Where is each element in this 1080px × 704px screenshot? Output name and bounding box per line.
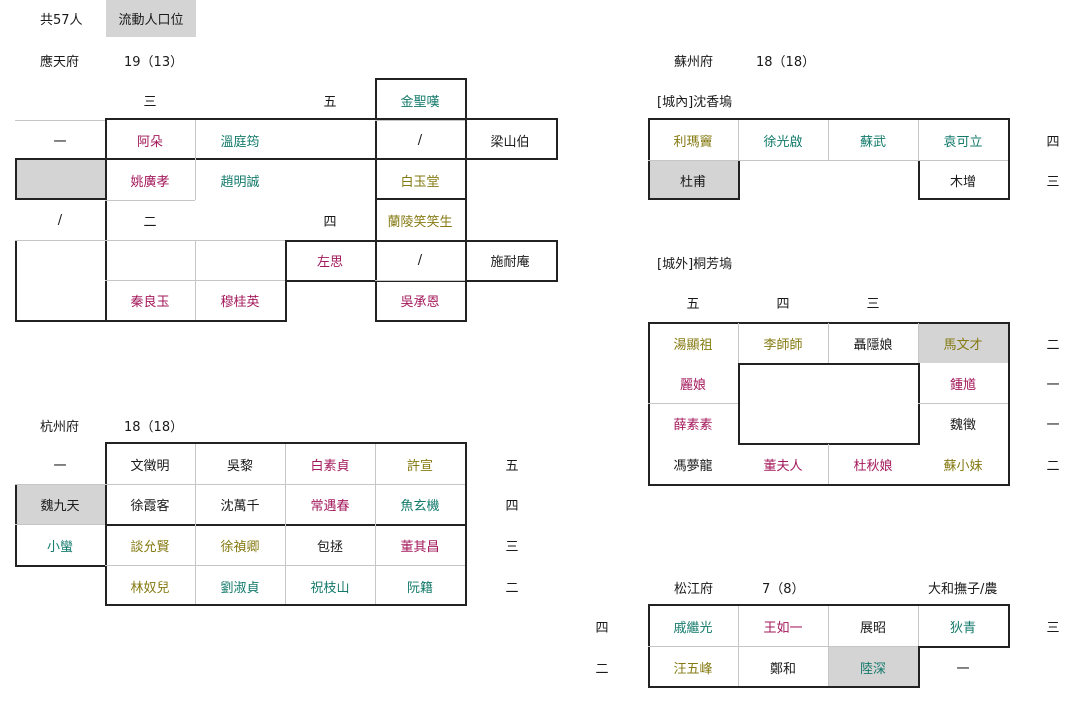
hangzhou-cell: 沈萬千	[220, 498, 260, 514]
suzhou-cell: 四	[776, 296, 790, 312]
yingtian-cell: 一	[53, 134, 67, 150]
hangzhou-cell: 常遇春	[310, 498, 350, 514]
songjiang-cell: 王如一	[763, 620, 803, 636]
hangzhou-title: 杭州府	[40, 420, 80, 435]
hangzhou-cell: 徐霞客	[130, 498, 170, 514]
suzhou-cell: 三	[866, 296, 880, 312]
yingtian-cell: 金聖嘆	[400, 94, 440, 110]
suzhou-cell: 四	[1046, 134, 1060, 150]
songjiang-title: 松江府	[674, 582, 714, 597]
suzhou-inner-label: [城內]沈香塢	[657, 95, 733, 110]
yingtian-cell: 溫庭筠	[220, 134, 260, 150]
suzhou-cell: 蘇小妹	[943, 458, 983, 474]
yingtian-cell: 蘭陵笑笑生	[387, 214, 453, 230]
hangzhou-cell: 劉淑貞	[220, 580, 260, 596]
suzhou-cell: 鍾馗	[949, 377, 976, 393]
hangzhou-cell: 五	[505, 458, 519, 474]
yingtian-count: 19（13）	[124, 55, 184, 70]
songjiang-cell: 鄭和	[769, 661, 796, 677]
songjiang-cell: 三	[1046, 620, 1060, 636]
songjiang-cell: 汪五峰	[673, 661, 713, 677]
hangzhou-cell: 三	[505, 539, 519, 555]
suzhou-cell: 二	[1046, 458, 1060, 474]
total-count: 共57人	[40, 13, 83, 28]
hangzhou-cell: 四	[505, 498, 519, 514]
yingtian-cell: 五	[323, 94, 337, 110]
hangzhou-cell: 文徵明	[130, 458, 170, 474]
yingtian-cell: 梁山伯	[490, 134, 530, 150]
yingtian-cell: 姚廣孝	[130, 174, 170, 190]
suzhou-cell: 袁可立	[943, 134, 983, 150]
suzhou-cell: 董夫人	[763, 458, 803, 474]
songjiang-cell: 二	[595, 661, 609, 677]
songjiang-cell: 戚繼光	[673, 620, 713, 636]
suzhou-cell: 木增	[949, 174, 976, 190]
yingtian-cell	[15, 160, 105, 200]
hangzhou-cell: 二	[505, 580, 519, 596]
suzhou-cell: 三	[1046, 174, 1060, 190]
suzhou-cell: 一	[1046, 377, 1060, 393]
hangzhou-count: 18（18）	[124, 420, 184, 435]
hangzhou-cell: 一	[53, 458, 67, 474]
hangzhou-cell: 許宣	[406, 458, 433, 474]
suzhou-cell: 一	[1046, 417, 1060, 433]
hangzhou-cell: 小蠻	[46, 539, 73, 555]
hangzhou-cell: 林奴兒	[130, 580, 170, 596]
hangzhou-cell: 包拯	[316, 539, 343, 555]
songjiang-cell: 展昭	[859, 620, 886, 636]
suzhou-cell: 薛素素	[673, 417, 713, 433]
hangzhou-cell: 董其昌	[400, 539, 440, 555]
yingtian-cell: 吳承恩	[400, 294, 440, 310]
yingtian-cell: 左思	[316, 254, 343, 270]
songjiang-note: 大和撫子/農	[928, 582, 998, 597]
suzhou-cell: 杜甫	[648, 160, 738, 200]
yingtian-cell: /	[417, 132, 423, 148]
yingtian-cell: 趙明誠	[220, 174, 260, 190]
yingtian-cell: 秦良玉	[130, 294, 170, 310]
suzhou-cell: 李師師	[763, 337, 803, 353]
songjiang-cell: 陸深	[828, 647, 918, 687]
yingtian-cell: 四	[323, 214, 337, 230]
yingtian-cell: 三	[143, 94, 157, 110]
legend-floating-population: 流動人口位	[106, 0, 196, 37]
hangzhou-cell: 白素貞	[310, 458, 350, 474]
suzhou-cell: 馮夢龍	[673, 458, 713, 474]
suzhou-cell: 魏徵	[949, 417, 976, 433]
yingtian-cell: 阿朵	[136, 134, 163, 150]
suzhou-cell: 杜秋娘	[853, 458, 893, 474]
hangzhou-cell: 吳黎	[226, 458, 253, 474]
hangzhou-cell: 談允賢	[130, 539, 170, 555]
yingtian-cell: 穆桂英	[220, 294, 260, 310]
suzhou-cell: 利瑪竇	[673, 134, 713, 150]
hangzhou-cell: 魚玄機	[400, 498, 440, 514]
suzhou-cell: 麗娘	[679, 377, 706, 393]
suzhou-title: 蘇州府	[674, 55, 714, 70]
hangzhou-cell: 徐禎卿	[220, 539, 260, 555]
hangzhou-cell: 阮籍	[406, 580, 433, 596]
suzhou-cell: 馬文才	[918, 323, 1008, 363]
yingtian-cell: /	[417, 252, 423, 268]
suzhou-cell: 聶隱娘	[853, 337, 893, 353]
songjiang-cell: 一	[956, 661, 970, 677]
yingtian-title: 應天府	[40, 55, 80, 70]
yingtian-cell: 白玉堂	[400, 174, 440, 190]
suzhou-cell: 五	[686, 296, 700, 312]
hangzhou-cell: 祝枝山	[310, 580, 350, 596]
yingtian-cell: 二	[143, 214, 157, 230]
suzhou-cell: 徐光啟	[763, 134, 803, 150]
yingtian-cell: 施耐庵	[490, 254, 530, 270]
hangzhou-cell: 魏九天	[15, 484, 105, 524]
songjiang-count: 7（8）	[762, 582, 805, 597]
suzhou-outer-label: [城外]桐芳塢	[657, 257, 733, 272]
songjiang-cell: 四	[595, 620, 609, 636]
suzhou-cell: 蘇武	[859, 134, 886, 150]
suzhou-cell: 二	[1046, 337, 1060, 353]
suzhou-cell: 湯顯祖	[673, 337, 713, 353]
songjiang-cell: 狄青	[949, 620, 976, 636]
suzhou-count: 18（18）	[756, 55, 816, 70]
yingtian-cell: /	[57, 212, 63, 228]
